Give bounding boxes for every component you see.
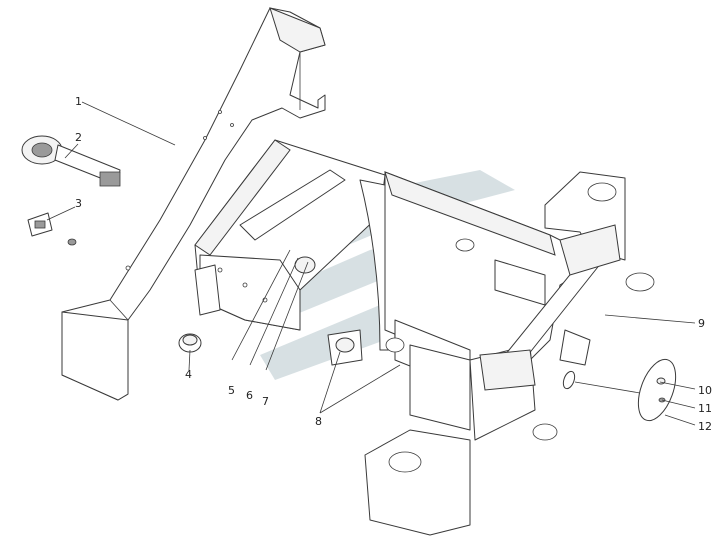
part-1-side-beam: [61, 7, 326, 401]
part-10-12-fastener-set: [562, 358, 677, 422]
callout-9: 9: [698, 317, 705, 330]
callout-12: 12: [698, 420, 712, 433]
part-8-pads: [327, 329, 363, 366]
callout-7: 7: [262, 395, 269, 408]
callout-labels: 1 2 3 4 5 6 7 8 9 10 11 12: [75, 95, 712, 433]
callout-2: 2: [75, 131, 82, 144]
part-3-bracket: [27, 212, 77, 246]
part-9-cross-shaft: [479, 224, 655, 391]
front-extension: [364, 344, 558, 536]
callout-1: 1: [75, 95, 82, 108]
callout-6: 6: [246, 389, 253, 402]
callout-5: 5: [228, 384, 235, 397]
main-frame-left: [194, 139, 386, 331]
part-4-bushing: [178, 333, 202, 353]
callout-4: 4: [185, 368, 192, 381]
callout-3: 3: [75, 197, 82, 210]
callout-11: 11: [698, 402, 712, 415]
callout-10: 10: [698, 384, 712, 397]
part-2-cardan-shaft: [21, 135, 121, 187]
callout-leaders: [46, 101, 696, 426]
callout-8: 8: [315, 415, 322, 428]
